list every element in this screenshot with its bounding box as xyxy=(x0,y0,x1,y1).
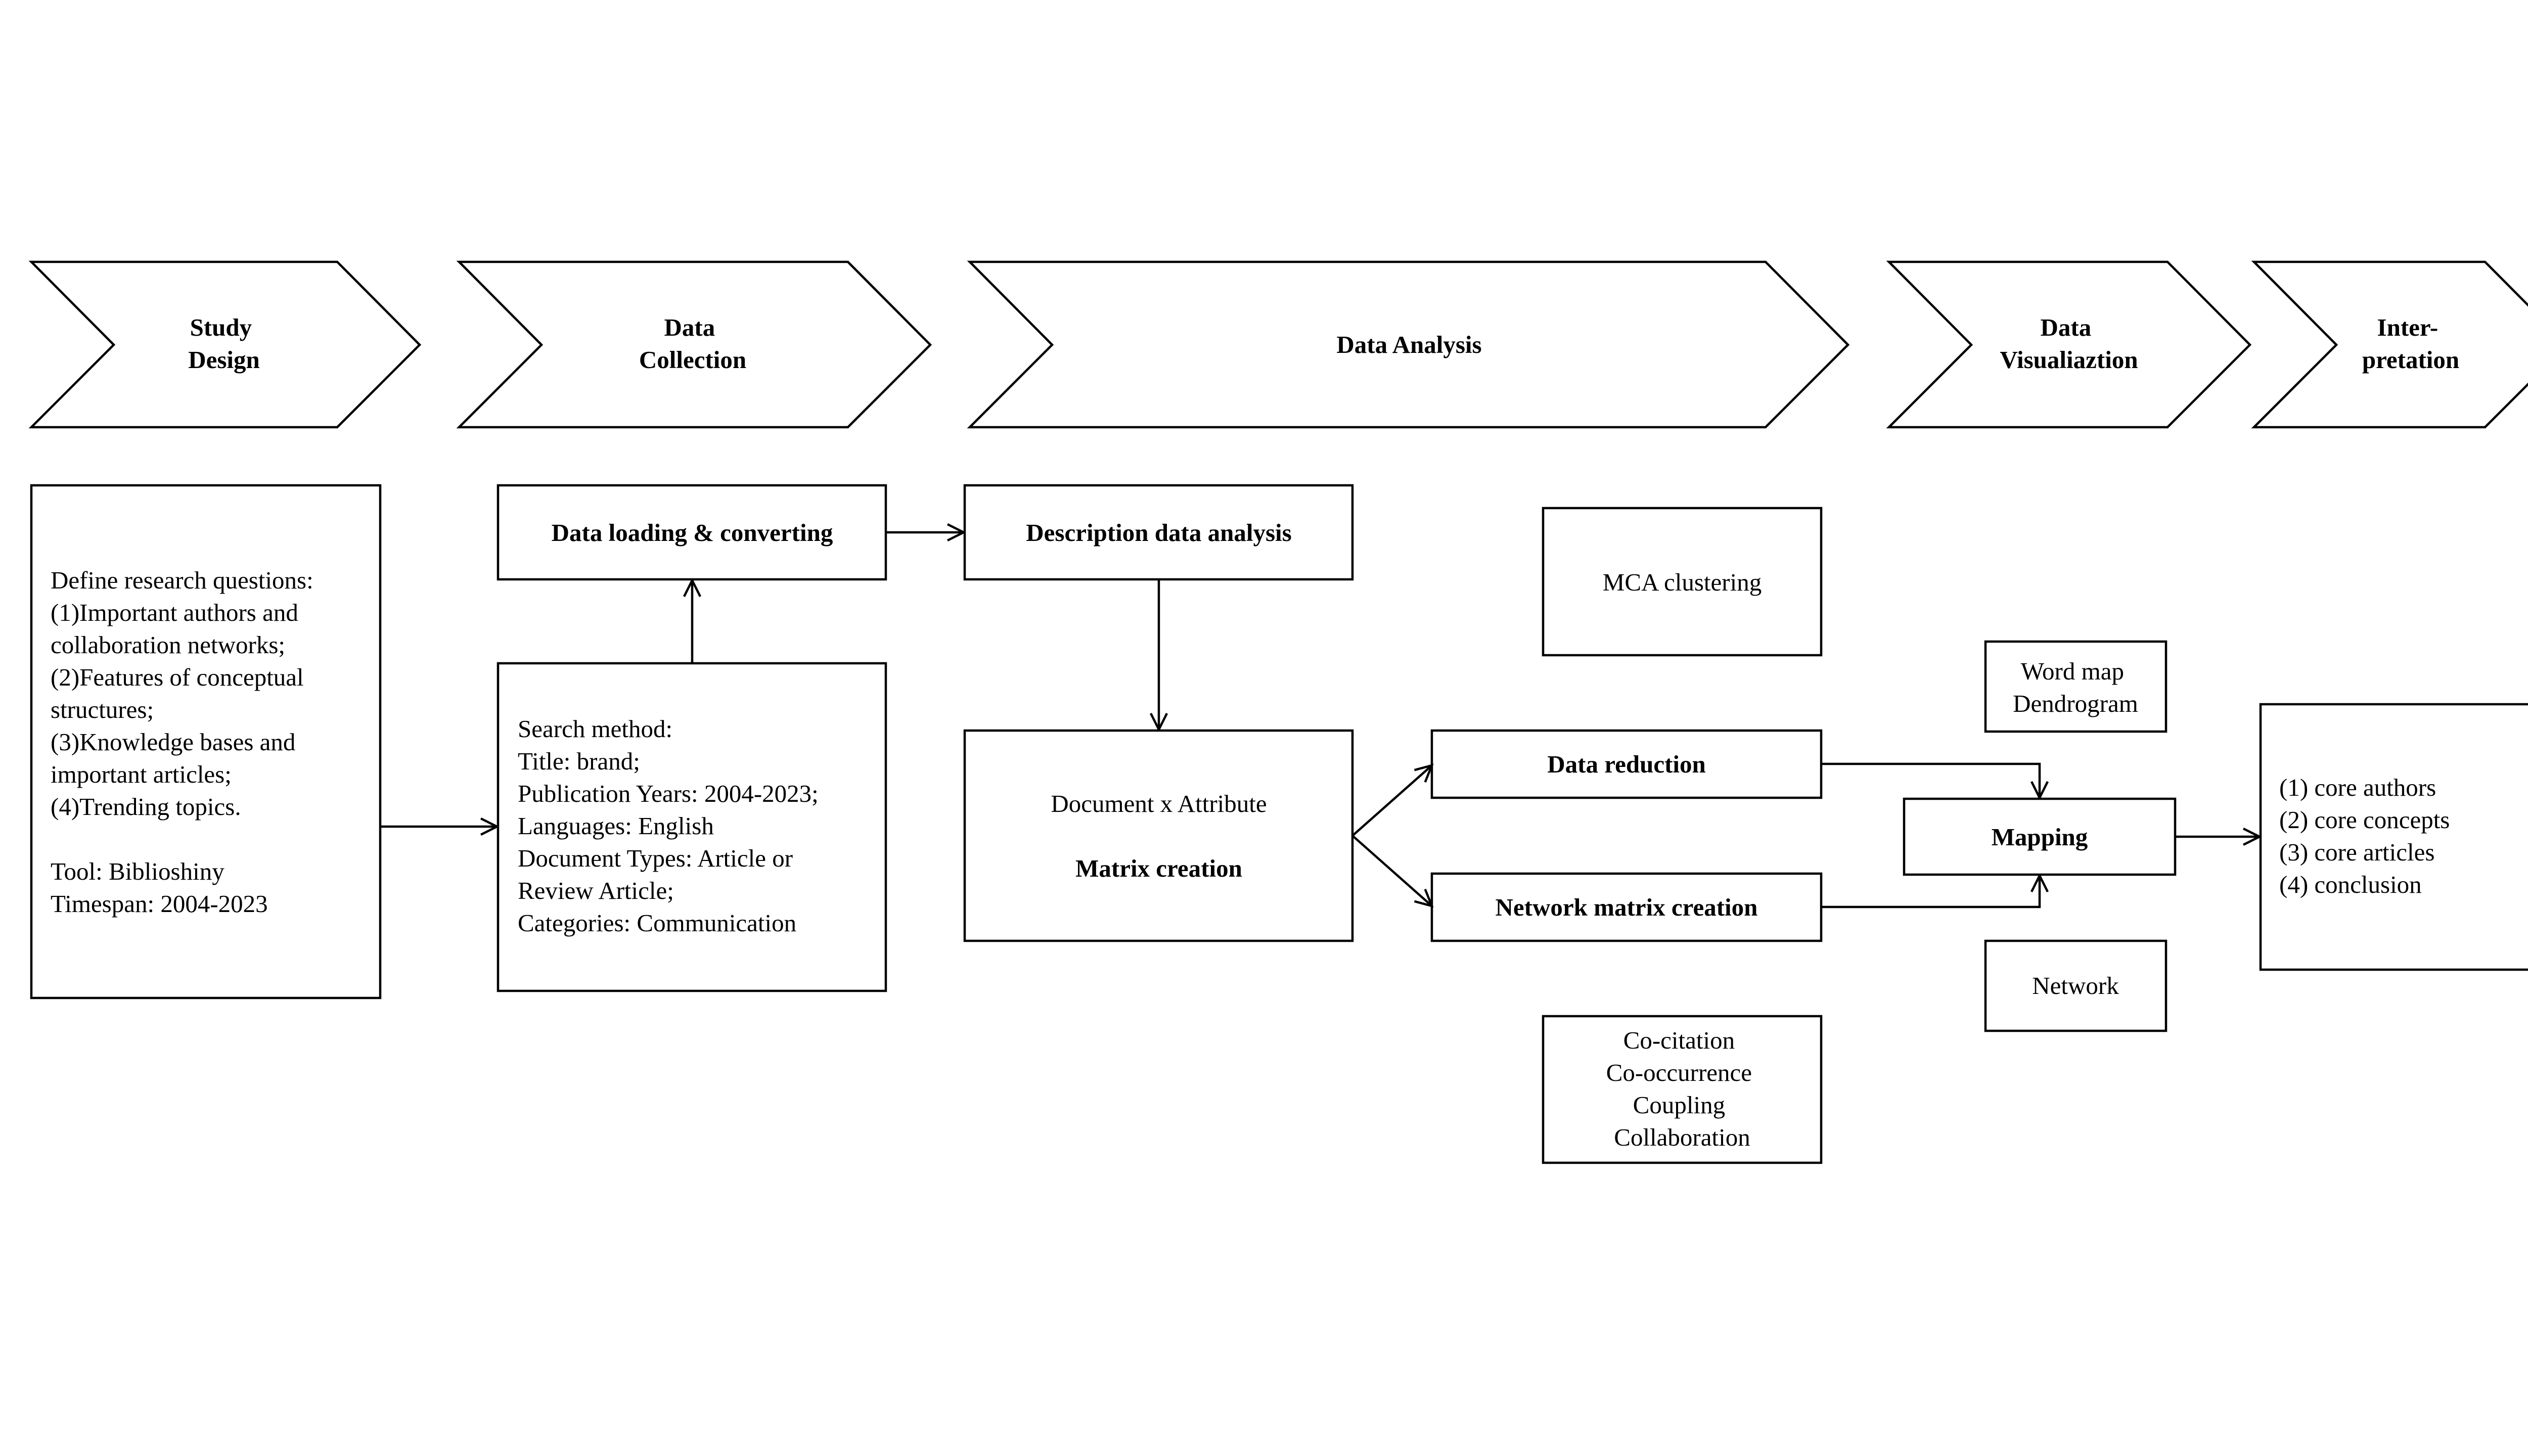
svg-text:Data Analysis: Data Analysis xyxy=(1336,331,1481,358)
search-line: Review Article; xyxy=(518,877,674,904)
study-design-line: (1)Important authors and xyxy=(51,599,298,626)
data-reduction-box: Data reduction xyxy=(1430,729,1823,799)
svg-text:Define research questions:: Define research questions: (1)Important … xyxy=(51,566,320,918)
matrix-line2: Matrix creation xyxy=(1075,854,1242,882)
mapping-box: Mapping xyxy=(1903,797,2177,876)
stage-data-visualization-line2: Visualiaztion xyxy=(2000,346,2138,374)
network-type-line: Coupling xyxy=(1633,1091,1725,1119)
stage-data-visualization-line1: Data xyxy=(2041,313,2092,341)
network-box: Network xyxy=(1984,939,2168,1032)
svg-text:Search method: Title: br: Search method: Title: brand; Publication… xyxy=(518,715,825,937)
svg-text:Study Design: Study Design xyxy=(188,313,260,374)
mapping-label: Mapping xyxy=(1992,823,2088,851)
network-matrix-label: Network matrix creation xyxy=(1496,893,1758,921)
search-line: Languages: English xyxy=(518,812,714,840)
data-loading-label: Data loading & converting xyxy=(552,519,833,547)
description-analysis-box: Description data analysis xyxy=(963,484,1354,581)
stage-interpretation-line1: Inter- xyxy=(2377,313,2439,341)
study-design-line: (2)Features of conceptual xyxy=(51,663,304,691)
matrix-box: Document x Attribute Matrix creation xyxy=(963,729,1354,942)
network-label: Network xyxy=(2032,972,2119,999)
stage-data-collection-line2: Collection xyxy=(639,346,746,374)
arrow-matrix-to-network-matrix xyxy=(1351,835,1432,906)
arrow-reduction-to-mapping xyxy=(1821,762,2040,798)
interpretation-box: (1) core authors (2) core concepts (3) c… xyxy=(2259,703,2528,971)
search-line: Title: brand; xyxy=(518,747,640,775)
stage-interpretation: Inter- pretation xyxy=(2251,260,2528,429)
word-map-line: Word map xyxy=(2021,657,2124,685)
stage-data-visualization: Data Visualiaztion xyxy=(1886,260,2252,429)
stage-data-analysis-line1: Data Analysis xyxy=(1336,331,1481,358)
interpretation-line: (3) core articles xyxy=(2279,838,2434,866)
study-design-line: (3)Knowledge bases and xyxy=(51,728,295,756)
stage-study-design-line1: Study xyxy=(190,313,252,341)
svg-text:Data Visualiaztion: Data Visualiaztion xyxy=(2000,313,2138,374)
network-matrix-box: Network matrix creation xyxy=(1430,872,1823,942)
data-loading-box: Data loading & converting xyxy=(496,484,887,581)
mca-clustering-label: MCA clustering xyxy=(1603,568,1762,596)
study-design-line: Define research questions: xyxy=(51,566,313,594)
study-design-line: collaboration networks; xyxy=(51,631,285,659)
interpretation-line: (2) core concepts xyxy=(2279,806,2450,834)
stage-data-collection-line1: Data xyxy=(664,313,715,341)
word-map-box: Word map Dendrogram xyxy=(1984,640,2168,733)
stage-data-analysis: Data Analysis xyxy=(967,260,1850,429)
network-types-box: Co-citation Co-occurrence Coupling Colla… xyxy=(1542,1015,1823,1164)
search-line: Publication Years: 2004-2023; xyxy=(518,780,819,807)
interpretation-line: (4) conclusion xyxy=(2279,871,2422,898)
data-reduction-label: Data reduction xyxy=(1547,750,1706,778)
svg-text:Co-citation Co-occurrenc: Co-citation Co-occurrence Coupling Colla… xyxy=(1606,1026,1758,1151)
study-design-line: important articles; xyxy=(51,760,232,788)
svg-text:Data Collection: Data Collection xyxy=(639,313,746,374)
search-method-box: Search method: Title: brand; Publication… xyxy=(496,662,887,992)
search-line: Categories: Communication xyxy=(518,909,796,937)
mca-clustering-box: MCA clustering xyxy=(1542,507,1823,657)
stage-study-design: Study Design xyxy=(28,260,422,429)
network-type-line: Co-citation xyxy=(1623,1026,1735,1054)
study-design-line: (4)Trending topics. xyxy=(51,793,241,821)
study-design-box: Define research questions: (1)Important … xyxy=(30,484,382,999)
svg-text:(1) core authors (2) cor: (1) core authors (2) core concepts (3) c… xyxy=(2279,774,2456,898)
word-map-line: Dendrogram xyxy=(2013,690,2138,717)
arrow-matrix-to-reduction xyxy=(1351,765,1432,837)
arrow-network-matrix-to-mapping xyxy=(1821,876,2040,908)
interpretation-line: (1) core authors xyxy=(2279,774,2436,801)
stage-data-collection: Data Collection xyxy=(456,260,932,429)
stage-study-design-line2: Design xyxy=(188,346,260,374)
network-type-line: Collaboration xyxy=(1614,1123,1750,1151)
study-design-timespan: Timespan: 2004-2023 xyxy=(51,890,268,918)
description-analysis-label: Description data analysis xyxy=(1026,519,1291,547)
study-design-line: structures; xyxy=(51,696,154,723)
search-line: Search method: xyxy=(518,715,672,743)
matrix-line1: Document x Attribute xyxy=(1051,790,1267,817)
search-line: Document Types: Article or xyxy=(518,844,793,872)
svg-text:Word map Dendrogram: Word map Dendrogram xyxy=(2013,657,2138,717)
stage-interpretation-line2: pretation xyxy=(2362,346,2459,374)
network-type-line: Co-occurrence xyxy=(1606,1059,1752,1086)
svg-text:Inter- pretation: Inter- pretation xyxy=(2362,313,2459,374)
study-design-tool: Tool: Biblioshiny xyxy=(51,857,224,885)
